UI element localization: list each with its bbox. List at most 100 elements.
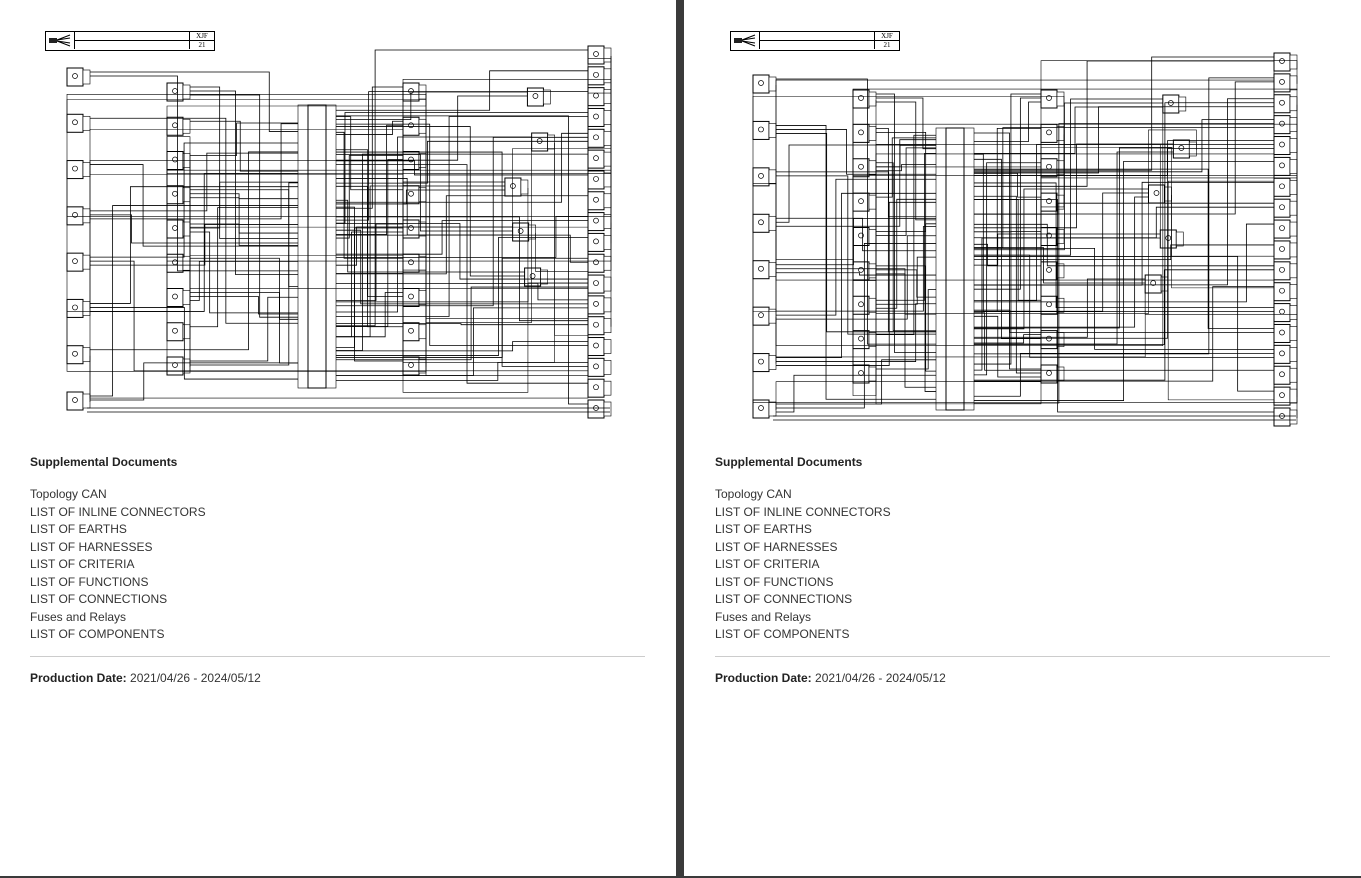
- connector-symbol: [868, 194, 877, 210]
- component-icon: [758, 173, 764, 179]
- component-icon: [593, 238, 599, 245]
- component-symbol: [587, 337, 605, 357]
- link-fuses-relays[interactable]: Fuses and Relays: [715, 609, 812, 624]
- component-icon: [517, 228, 524, 234]
- link-connections[interactable]: LIST OF CONNECTIONS: [30, 592, 168, 606]
- wire: [776, 175, 936, 335]
- wire: [974, 312, 1274, 371]
- wire: [425, 127, 532, 323]
- wire: [974, 352, 1274, 397]
- wire: [974, 315, 1041, 378]
- supplemental-heading: Supplemental Documents: [715, 455, 863, 469]
- link-criteria[interactable]: LIST OF CRITERIA: [715, 557, 820, 571]
- component-icon: [593, 363, 599, 370]
- link-functions[interactable]: LIST OF FUNCTIONS: [715, 574, 834, 589]
- harness-connector-icon: [734, 34, 756, 47]
- wire: [974, 98, 1163, 256]
- wire: [336, 292, 403, 338]
- wire: [190, 122, 298, 156]
- connector-symbol: [603, 89, 612, 104]
- link-fuses-relays[interactable]: Fuses and Relays: [30, 609, 127, 624]
- connector-symbol: [868, 126, 877, 141]
- link-topology-can[interactable]: Topology CAN: [30, 487, 107, 501]
- link-inline-connectors[interactable]: LIST OF INLINE CONNECTORS: [715, 504, 891, 519]
- component-symbol: [66, 206, 84, 226]
- wire: [974, 172, 1041, 198]
- connector-symbol: [82, 69, 91, 85]
- wire: [336, 185, 403, 328]
- title-block-code-field: [759, 32, 875, 49]
- connector-symbol: [603, 339, 612, 354]
- link-components[interactable]: LIST OF COMPONENTS: [715, 627, 850, 641]
- production-date: Production Date: 2021/04/26 - 2024/05/12: [30, 671, 645, 685]
- component-icon: [758, 405, 764, 411]
- connector-symbol: [603, 318, 612, 334]
- component-icon: [858, 267, 864, 273]
- wire: [90, 186, 298, 304]
- wire: [190, 292, 298, 364]
- wire: [974, 247, 1274, 350]
- component-icon: [172, 327, 178, 334]
- wire: [974, 77, 1274, 355]
- link-earths[interactable]: LIST OF EARTHS: [30, 522, 127, 536]
- component-icon: [1046, 198, 1052, 204]
- wire: [90, 117, 298, 324]
- wire: [1144, 285, 1298, 315]
- wire: [90, 142, 298, 258]
- component-symbol: [1273, 156, 1291, 176]
- connector-symbol: [1056, 263, 1065, 279]
- wire: [876, 134, 936, 336]
- wiring-diagram: [66, 45, 612, 419]
- wire: [336, 307, 588, 376]
- link-functions[interactable]: LIST OF FUNCTIONS: [30, 574, 149, 589]
- title-block-code: XJF: [190, 32, 214, 41]
- wire: [974, 269, 1274, 345]
- wire: [90, 362, 298, 401]
- wire: [336, 154, 513, 232]
- wire: [776, 129, 936, 175]
- link-connections[interactable]: LIST OF CONNECTIONS: [715, 592, 853, 606]
- component-icon: [858, 335, 864, 342]
- wire: [1171, 63, 1275, 257]
- link-earths[interactable]: LIST OF EARTHS: [715, 522, 812, 536]
- component-symbol: [1144, 274, 1162, 294]
- link-criteria[interactable]: LIST OF CRITERIA: [30, 557, 135, 571]
- connector-symbol: [520, 179, 529, 195]
- connector-symbol: [182, 118, 191, 134]
- wire: [425, 76, 589, 376]
- component-icon: [858, 95, 864, 101]
- component-symbol: [1273, 365, 1291, 385]
- title-block-number: 21: [883, 41, 891, 49]
- wire: [90, 260, 298, 372]
- production-date-label: Production Date:: [715, 670, 812, 685]
- wire: [336, 95, 528, 161]
- component-symbol: [1273, 303, 1291, 323]
- link-topology-can[interactable]: Topology CAN: [715, 487, 792, 501]
- link-inline-connectors[interactable]: LIST OF INLINE CONNECTORS: [30, 504, 206, 519]
- wire: [66, 56, 612, 217]
- harness-connector-icon: [49, 34, 71, 47]
- component-icon: [758, 312, 764, 318]
- connector-symbol: [603, 255, 612, 271]
- connector-symbol: [868, 297, 877, 313]
- connector-symbol: [868, 263, 877, 279]
- connector-symbol: [768, 169, 777, 185]
- connector-symbol: [868, 229, 877, 244]
- wire: [336, 220, 588, 255]
- connector-symbol: [1056, 126, 1065, 141]
- component-icon: [1279, 183, 1285, 190]
- link-harnesses[interactable]: LIST OF HARNESSES: [30, 539, 153, 554]
- connector-symbol: [418, 324, 427, 340]
- component-symbol: [1273, 52, 1291, 72]
- component-symbol: [66, 67, 84, 87]
- wire: [66, 230, 427, 372]
- component-symbol: [587, 295, 605, 315]
- link-components[interactable]: LIST OF COMPONENTS: [30, 627, 165, 641]
- component-icon: [72, 212, 78, 218]
- component-icon: [1279, 204, 1285, 211]
- link-harnesses[interactable]: LIST OF HARNESSES: [715, 539, 838, 554]
- component-icon: [529, 273, 536, 279]
- component-symbol: [1273, 261, 1291, 281]
- connector-symbol: [182, 255, 191, 271]
- connector-symbol: [82, 254, 91, 270]
